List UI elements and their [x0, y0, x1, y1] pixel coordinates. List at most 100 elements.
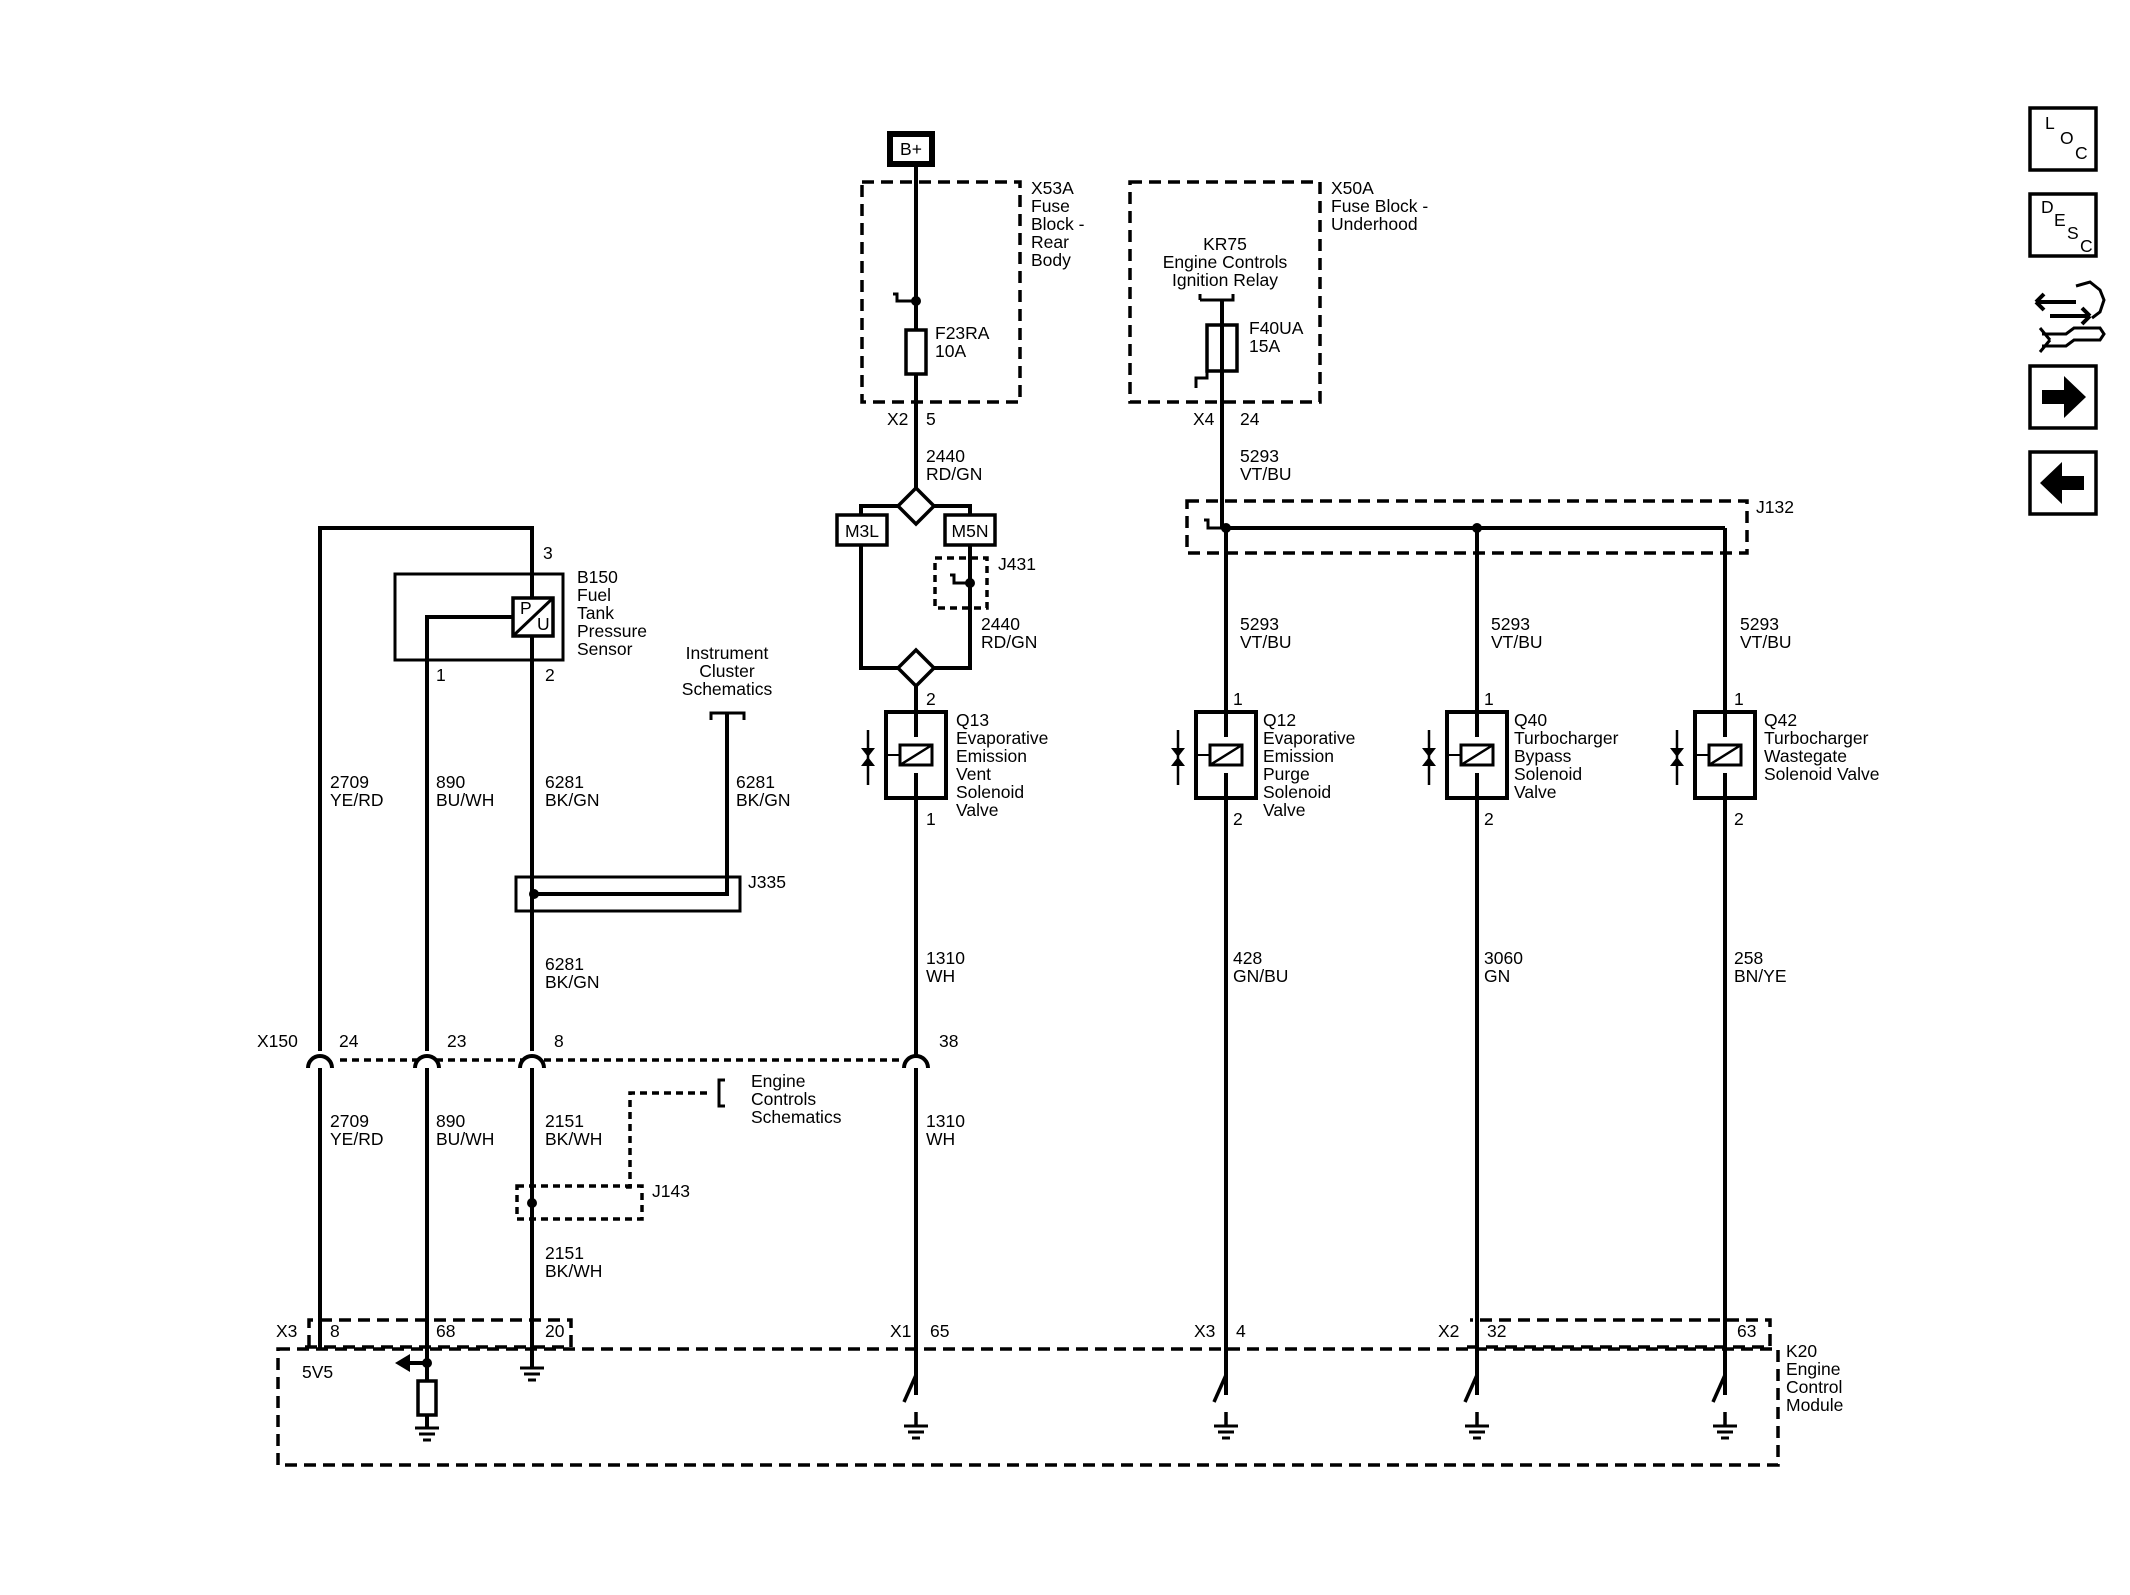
q12-id: Q12 [1263, 710, 1296, 730]
location-button[interactable]: L O C [2028, 106, 2098, 172]
connector-j335: J335 [748, 872, 786, 892]
sensor-pin-1: 1 [436, 665, 446, 685]
solenoid-q13: 2 1 Q13 Evaporative Emission Vent Soleno… [926, 689, 1048, 829]
fuse-block-underhood-name-1: Fuse Block - [1331, 196, 1428, 216]
wire-3060-number: 3060 [1484, 948, 1523, 968]
engine-ref-line-2: Controls [751, 1089, 816, 1109]
sensor-name-2: Tank [577, 603, 614, 623]
solenoid-q12: 1 2 Q12 Evaporative Emission Purge Solen… [1233, 689, 1355, 829]
connector-pin-icon [413, 1054, 441, 1069]
module-5v5-label: 5V5 [302, 1362, 333, 1382]
q13-pin-bottom: 1 [926, 809, 936, 829]
module-pin-68: 68 [436, 1321, 455, 1341]
q42-name-2: Wastegate [1764, 746, 1847, 766]
solenoid-q12-icon [1171, 710, 1258, 800]
q40-name-1: Turbocharger [1514, 728, 1619, 748]
next-arrow-icon[interactable] [2028, 364, 2098, 430]
x150-pin-23: 23 [447, 1031, 466, 1051]
engine-controls-reference: Engine Controls Schematics [626, 1071, 842, 1189]
module-pin-4: 4 [1236, 1321, 1246, 1341]
q42-pin-bottom: 2 [1734, 809, 1744, 829]
wire-5293-b-number: 5293 [1491, 614, 1530, 634]
q42-name-3: Solenoid Valve [1764, 764, 1879, 784]
connector-x4: X4 [1193, 409, 1215, 429]
desc-letter-d: D [2041, 197, 2054, 217]
pin-5: 5 [926, 409, 936, 429]
engine-ref-line-1: Engine [751, 1071, 806, 1091]
connector-x150: X150 [257, 1031, 298, 1051]
fuse-block-rear-body: X53A Fuse Block - Rear Body F23RA 10A X2… [860, 167, 1085, 506]
loc-letter-c: C [2075, 143, 2088, 163]
module-pin-63: 63 [1737, 1321, 1756, 1341]
sensor-name-4: Sensor [577, 639, 633, 659]
wire-2440-mid-number: 2440 [981, 614, 1020, 634]
q40-name-2: Bypass [1514, 746, 1572, 766]
fuse-block-rear-name-3: Rear [1031, 232, 1069, 252]
wire-6281-b-color: BK/GN [736, 790, 790, 810]
solenoid-q40-icon [1422, 710, 1509, 800]
fuse-block-rear-name-2: Block - [1031, 214, 1085, 234]
sensor-name-3: Pressure [577, 621, 647, 641]
q12-name-5: Valve [1263, 800, 1305, 820]
wire-2151-b-number: 2151 [545, 1243, 584, 1263]
wire-890-up-number: 890 [436, 772, 465, 792]
wire-5293-c-number: 5293 [1740, 614, 1779, 634]
q13-id: Q13 [956, 710, 989, 730]
wire-6281-c-number: 6281 [545, 954, 584, 974]
fuse-block-underhood-id: X50A [1331, 178, 1374, 198]
fuel-tank-pressure-sensor: 3 P U B150 Fuel Tank Pressure Sensor 1 2 [318, 526, 647, 1051]
engine-control-module: K20 Engine Control Module 5V5 X3 8 68 20… [276, 1318, 1843, 1467]
relay-contact-icon [1198, 294, 1235, 302]
fuse-block-rear-id: X53A [1031, 178, 1074, 198]
q13-name-5: Valve [956, 800, 998, 820]
splice-j143: J143 [515, 1181, 690, 1221]
module-connector-x3a: X3 [276, 1321, 297, 1341]
wire-2151-a-number: 2151 [545, 1111, 584, 1131]
x150-pin-38: 38 [939, 1031, 958, 1051]
ground-icon [415, 1426, 439, 1442]
connector-j431: J431 [998, 554, 1036, 574]
loc-letter-o: O [2060, 128, 2074, 148]
previous-arrow-icon[interactable] [2028, 450, 2098, 516]
ground-icon [1214, 1424, 1238, 1440]
diagnostic-tools-icon[interactable] [2034, 280, 2106, 353]
pin-24: 24 [1240, 409, 1260, 429]
q12-name-2: Emission [1263, 746, 1334, 766]
connector-m5n: M5N [952, 521, 989, 541]
q12-name-1: Evaporative [1263, 728, 1355, 748]
module-name-1: Engine [1786, 1359, 1841, 1379]
desc-letter-e: E [2054, 210, 2066, 230]
wire-2709-up-number: 2709 [330, 772, 369, 792]
relay-kr75-name-2: Ignition Relay [1172, 270, 1278, 290]
splice-j132: J132 [1185, 497, 1794, 555]
module-connector-x1: X1 [890, 1321, 911, 1341]
solenoid-q13-icon [861, 710, 948, 800]
ground-icon [1465, 1424, 1489, 1440]
q13-name-4: Solenoid [956, 782, 1024, 802]
module-pin-8: 8 [330, 1321, 340, 1341]
connector-m3l: M3L [845, 521, 879, 541]
connector-pin-icon [306, 1054, 334, 1069]
wire-428-color: GN/BU [1233, 966, 1288, 986]
wire-2440-top-number: 2440 [926, 446, 965, 466]
q40-name-3: Solenoid [1514, 764, 1582, 784]
fuse-icon [904, 328, 928, 376]
wire-2709-dn-color: YE/RD [330, 1129, 383, 1149]
desc-letter-c: C [2080, 236, 2093, 256]
description-button[interactable]: D E S C [2028, 192, 2098, 258]
inline-connector-x150: X150 24 23 8 38 [257, 1031, 958, 1062]
module-pin-20: 20 [545, 1321, 565, 1341]
wire-6281-b-number: 6281 [736, 772, 775, 792]
fuse-f40ua-rating: 15A [1249, 336, 1280, 356]
instrument-cluster-reference: Instrument Cluster Schematics [536, 643, 772, 896]
wire-2709-dn-number: 2709 [330, 1111, 369, 1131]
fuse-block-underhood-name-2: Underhood [1331, 214, 1418, 234]
solenoid-q40: 1 2 Q40 Turbocharger Bypass Solenoid Val… [1484, 689, 1619, 829]
q42-pin-top: 1 [1734, 689, 1744, 709]
module-id: K20 [1786, 1341, 1817, 1361]
q12-name-4: Solenoid [1263, 782, 1331, 802]
driver-switch-icon [1711, 1374, 1727, 1426]
fuse-f23ra: F23RA [935, 323, 990, 343]
wire-258-color: BN/YE [1734, 966, 1787, 986]
battery-positive-supply: B+ [887, 131, 935, 167]
